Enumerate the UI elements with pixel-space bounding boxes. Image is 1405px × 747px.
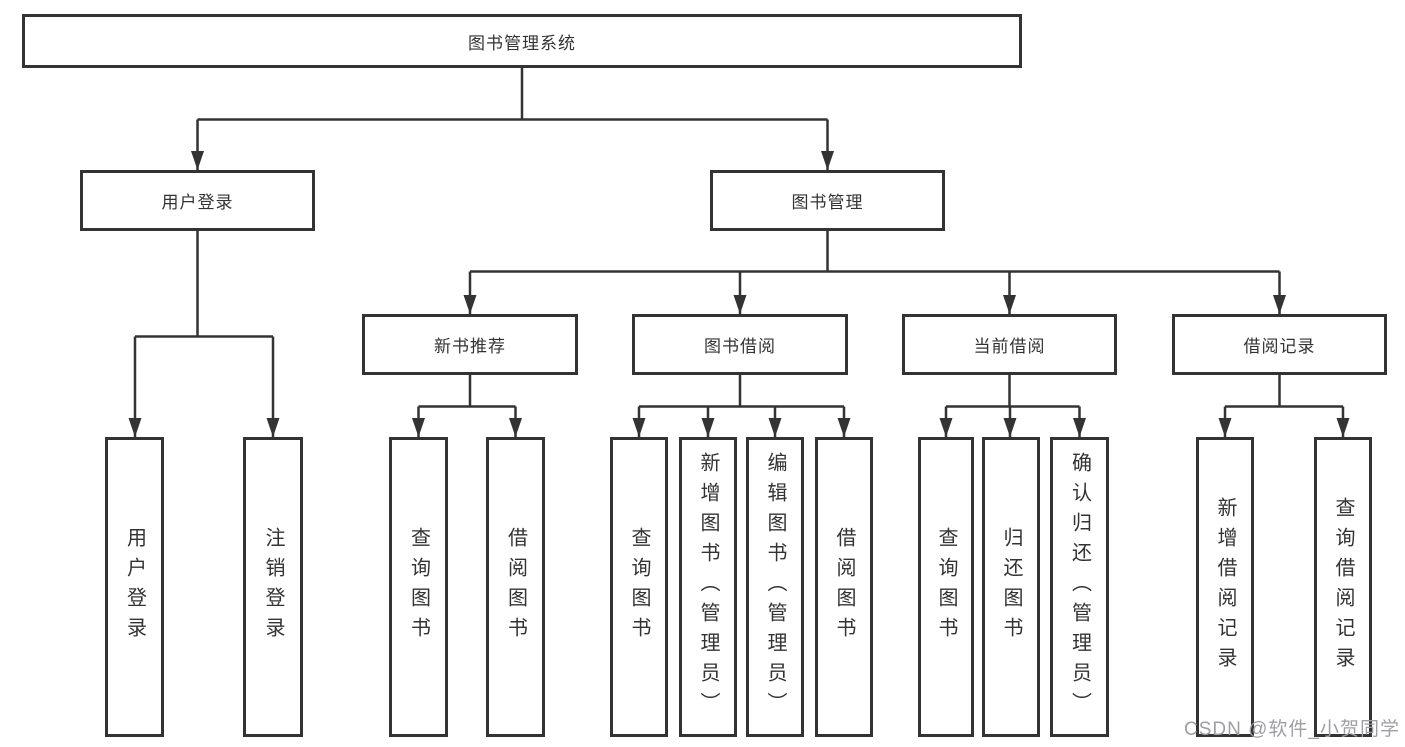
node-leaf-br-add-record-label: 新增借阅记录 [1214,497,1236,677]
node-book-borrowing-label: 图书借阅 [704,337,776,356]
edge-bookmgmt-bar [470,231,1280,273]
node-leaf-bb-add-books-admin-label: 新增图书（管理员） [697,452,719,722]
node-user-login-group: 用户登录 [80,170,315,231]
node-leaf-user-login-label: 用户登录 [123,527,146,647]
edge-bookborrow-bar [639,375,844,408]
node-leaf-nbr-query-books-label: 查询图书 [407,527,430,647]
edge-currentborrow-bar [946,375,1080,408]
node-leaf-bb-edit-books-admin-label: 编辑图书（管理员） [764,452,786,722]
node-leaf-user-login: 用户登录 [105,437,164,737]
node-leaf-cb-confirm-return-admin-label: 确认归还（管理员） [1068,452,1091,722]
node-leaf-bb-query-books-label: 查询图书 [628,527,650,647]
node-leaf-cb-return-books: 归还图书 [982,437,1040,737]
node-library-system: 图书管理系统 [22,14,1022,68]
node-book-borrowing: 图书借阅 [632,314,848,375]
node-library-system-label: 图书管理系统 [468,33,576,53]
edge-userlogin-bar [135,231,273,338]
node-leaf-br-query-record-label: 查询借阅记录 [1332,497,1354,677]
edge-root-to-level2 [197,68,828,121]
node-user-login-group-label: 用户登录 [161,193,234,212]
node-leaf-nbr-borrow-books-label: 借阅图书 [504,527,527,647]
node-leaf-bb-borrow-books: 借阅图书 [815,437,873,737]
node-borrowing-records-label: 借阅记录 [1243,337,1316,356]
node-leaf-br-add-record: 新增借阅记录 [1196,437,1254,737]
node-leaf-cb-query-books: 查询图书 [918,437,974,737]
node-book-management: 图书管理 [710,170,945,231]
node-new-book-recommend-label: 新书推荐 [434,337,506,356]
node-leaf-bb-add-books-admin: 新增图书（管理员） [679,437,737,737]
node-borrowing-records: 借阅记录 [1172,314,1387,375]
node-new-book-recommend: 新书推荐 [362,314,578,375]
node-leaf-logout-label: 注销登录 [262,527,284,647]
node-book-management-label: 图书管理 [791,193,864,212]
node-leaf-bb-borrow-books-label: 借阅图书 [833,527,855,647]
node-current-borrowing-label: 当前借阅 [973,337,1046,356]
node-leaf-br-query-record: 查询借阅记录 [1314,437,1372,737]
node-leaf-nbr-borrow-books: 借阅图书 [486,437,545,737]
edge-newbookrec-bar [418,375,516,408]
node-leaf-cb-return-books-label: 归还图书 [1000,527,1022,647]
edge-borrowrecords-bar [1225,375,1343,408]
csdn-watermark: CSDN @软件_小贺同学 [1184,719,1400,740]
node-leaf-cb-query-books-label: 查询图书 [935,527,957,647]
node-leaf-bb-edit-books-admin: 编辑图书（管理员） [746,437,804,737]
node-leaf-bb-query-books: 查询图书 [610,437,668,737]
node-leaf-nbr-query-books: 查询图书 [389,437,448,737]
node-leaf-logout: 注销登录 [243,437,303,737]
node-current-borrowing: 当前借阅 [902,314,1117,375]
node-leaf-cb-confirm-return-admin: 确认归还（管理员） [1050,437,1109,737]
